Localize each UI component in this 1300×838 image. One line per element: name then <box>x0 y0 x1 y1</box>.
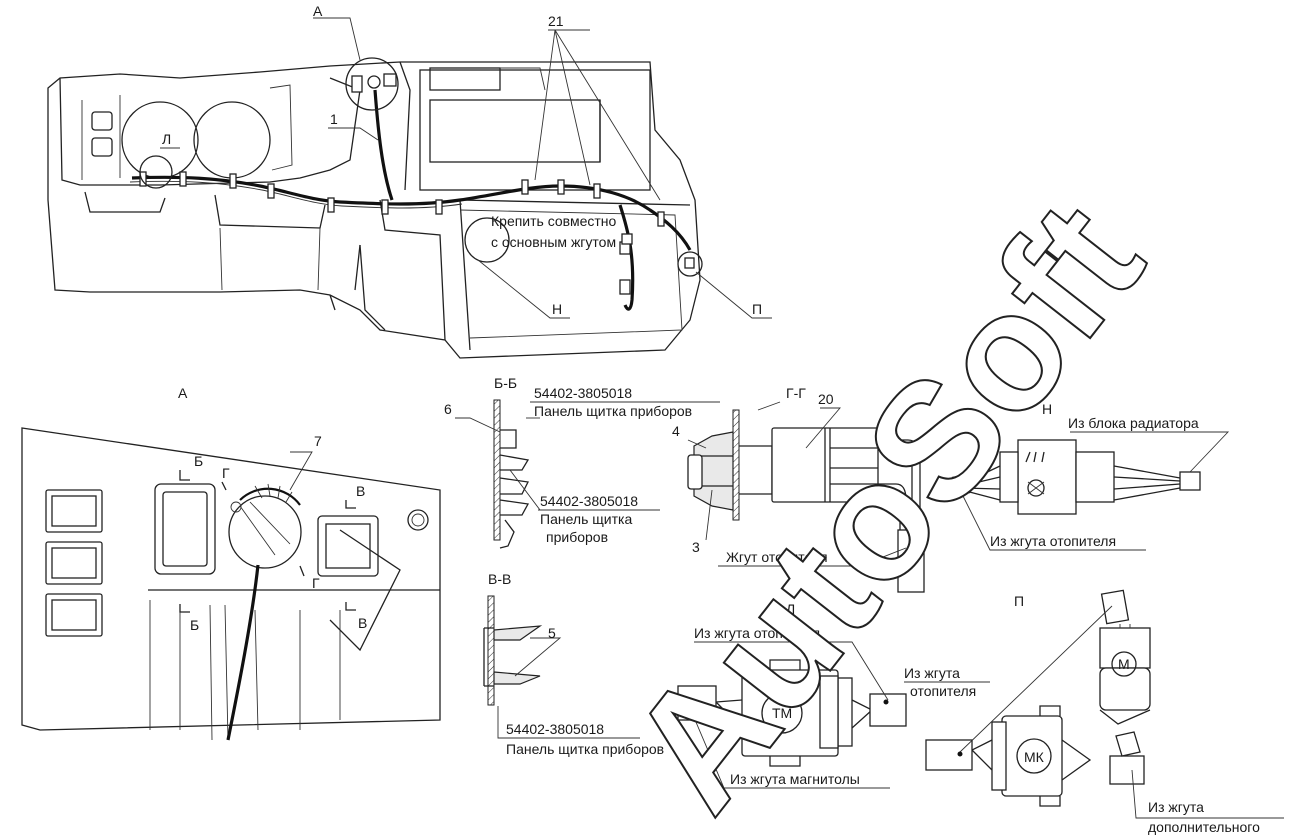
from-heater-harness-l: Из жгута отопителя <box>694 625 820 641</box>
connector-mk: МК <box>1024 749 1045 765</box>
section-vv-title: В-В <box>488 571 511 587</box>
part-no-2: 54402-3805018 <box>540 493 638 509</box>
cut-v-bottom: В <box>358 615 367 631</box>
heater-harness-label: Жгут отопителя <box>726 549 828 565</box>
cut-b-bottom: Б <box>190 617 199 633</box>
view-n-title: Н <box>1042 401 1052 417</box>
note-line1: Крепить совместно <box>491 213 617 229</box>
from-radio-harness: Из жгута магнитолы <box>730 771 860 787</box>
watermark: AutoSoft <box>593 169 1178 838</box>
from-additional-line2: дополнительного <box>1148 819 1260 835</box>
note-line2: с основным жгутом <box>491 234 616 250</box>
view-p <box>904 589 1284 819</box>
from-heater-harness-n: Из жгута отопителя <box>990 533 1116 549</box>
view-p-title: П <box>1014 593 1024 609</box>
section-gg-title: Г-Г <box>786 385 806 401</box>
callout-circle-a <box>345 57 399 111</box>
callout-circle-p <box>677 251 703 277</box>
section-gg <box>687 401 925 593</box>
n-callout: Н <box>552 301 562 317</box>
panel-2-line1: Панель щитка <box>540 511 632 527</box>
panel-1: Панель щитка приборов <box>534 403 692 419</box>
cut-g-bottom: Г <box>312 575 320 591</box>
item-21-label: 21 <box>548 13 564 29</box>
connector-m: М <box>1118 656 1130 672</box>
callout-circle-l <box>139 155 173 189</box>
item-4-label: 4 <box>672 423 680 439</box>
cut-b-top: Б <box>194 453 203 469</box>
panel-2-line2: приборов <box>546 529 608 545</box>
connector-tm: ТМ <box>772 705 792 721</box>
from-radiator-block: Из блока радиатора <box>1068 415 1199 431</box>
panel-3: Панель щитка приборов <box>506 741 664 757</box>
l-callout: Л <box>162 131 171 147</box>
from-heater-p-line1: Из жгута <box>904 665 960 681</box>
p-callout: П <box>752 301 762 317</box>
section-bb-title: Б-Б <box>494 375 517 391</box>
item-7-label: 7 <box>314 433 322 449</box>
item-1-label: 1 <box>330 111 338 127</box>
view-a-panel <box>21 427 441 741</box>
section-vv <box>483 595 640 739</box>
view-l-title: Л <box>786 601 795 617</box>
view-n <box>951 431 1230 551</box>
part-no-1: 54402-3805018 <box>534 385 632 401</box>
part-no-3: 54402-3805018 <box>506 721 604 737</box>
cut-v-top: В <box>356 483 365 499</box>
view-a-callout: А <box>313 3 323 19</box>
from-additional-line1: Из жгута <box>1148 799 1204 815</box>
item-20-label: 20 <box>818 391 834 407</box>
dashboard-overview <box>47 17 772 359</box>
item-5-label: 5 <box>548 625 556 641</box>
from-heater-p-line2: отопителя <box>910 683 976 699</box>
section-bb <box>455 399 541 549</box>
cut-g-top: Г <box>222 465 230 481</box>
item-6-label: 6 <box>444 401 452 417</box>
callout-circle-n <box>464 217 510 263</box>
view-a-title: А <box>178 385 188 401</box>
harness-clamps <box>139 171 665 227</box>
item-3-label: 3 <box>692 539 700 555</box>
view-l <box>677 641 907 789</box>
